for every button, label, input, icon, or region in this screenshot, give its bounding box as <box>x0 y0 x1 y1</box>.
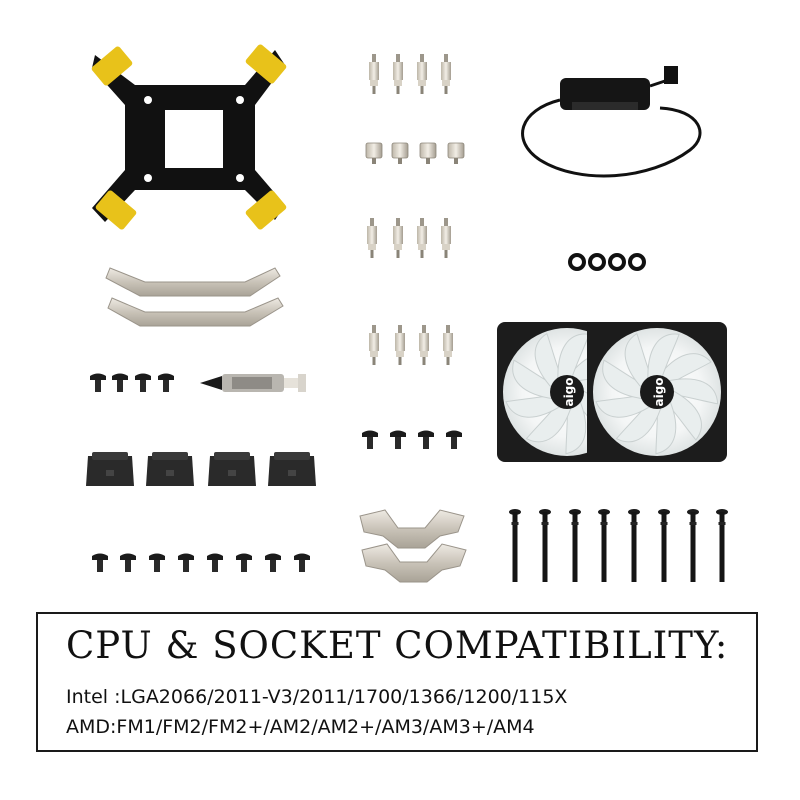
standoff-nuts-short <box>365 142 465 165</box>
standoffs-long-3 <box>369 325 453 365</box>
fan-hub-splitter <box>521 66 702 178</box>
fan-logo-left: aigo <box>562 377 576 406</box>
standoffs-long-2 <box>367 218 451 258</box>
rubber-washers <box>568 253 646 271</box>
intel-socket-list: Intel :LGA2066/2011-V3/2011/1700/1366/12… <box>66 686 568 708</box>
case-fan-right: aigo <box>586 321 728 463</box>
standoffs-long-1 <box>369 54 451 94</box>
amd-mounting-brackets <box>359 509 467 583</box>
intel-mounting-bars <box>105 267 284 327</box>
compatibility-title: CPU & SOCKET COMPATIBILITY: <box>66 624 729 667</box>
fan-logo-right: aigo <box>652 377 666 406</box>
cpu-backplate-bracket <box>91 44 287 230</box>
black-thumb-screws-middle <box>362 430 462 449</box>
black-thumb-screws-small <box>90 373 174 392</box>
long-fan-screws <box>509 509 728 582</box>
compatibility-panel: CPU & SOCKET COMPATIBILITY: Intel :LGA20… <box>36 612 758 752</box>
case-fan-left: aigo <box>496 321 638 463</box>
cooler-parts-photo: aigo aigo <box>86 44 728 583</box>
amd-socket-list: AMD:FM1/FM2/FM2+/AM2/AM2+/AM3/AM3+/AM4 <box>66 716 535 738</box>
retention-clips <box>86 452 316 486</box>
black-screws-row <box>92 553 310 572</box>
thermal-paste-syringe <box>200 374 306 392</box>
